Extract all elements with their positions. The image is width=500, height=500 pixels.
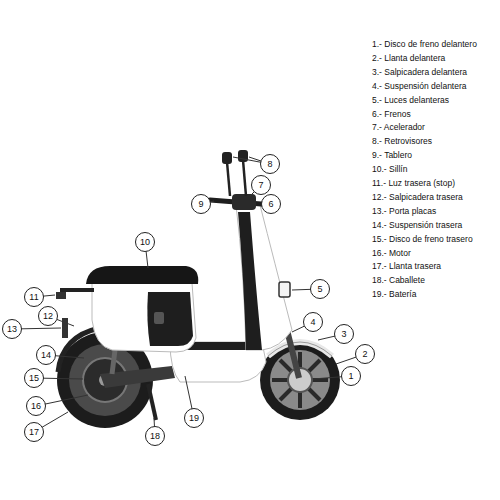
callout-number: 6	[268, 200, 273, 209]
part-label: 15.- Disco de freno trasero	[372, 235, 473, 244]
mirror	[222, 152, 232, 164]
callout-circle: 15	[24, 368, 44, 388]
callout-number: 14	[41, 351, 51, 360]
callout-circle: 2	[355, 344, 375, 364]
callout-number: 11	[29, 293, 38, 302]
part-label: 2.- Llanta delantera	[372, 54, 445, 63]
seat	[86, 266, 198, 284]
rear-rack	[60, 288, 94, 292]
part-label: 14.- Suspensión trasera	[372, 221, 462, 230]
part-label: 5.- Luces delanteras	[372, 96, 449, 105]
callout-circle: 4	[303, 312, 323, 332]
part-label: 18.- Caballete	[372, 276, 425, 285]
part-label: 7.- Acelerador	[372, 123, 425, 132]
callout-number: 10	[140, 238, 150, 247]
front-rim	[270, 350, 330, 410]
callout-circle: 16	[26, 396, 46, 416]
callout-number: 3	[341, 330, 346, 339]
callout-number: 15	[29, 374, 39, 383]
front-body	[236, 205, 292, 350]
mirror-stem	[243, 160, 246, 196]
dashboard-housing	[232, 194, 256, 210]
callout-circle: 7	[251, 175, 271, 195]
callout-circle: 19	[184, 408, 204, 428]
callout-number: 16	[31, 402, 41, 411]
leg-shield	[238, 212, 262, 350]
front-spokes	[272, 352, 328, 408]
part-label: 8.- Retrovisores	[372, 137, 432, 146]
callout-circle: 12	[38, 306, 58, 326]
callout-number: 19	[189, 414, 199, 423]
callout-number: 8	[267, 160, 272, 169]
part-label: 4.- Suspensión delantera	[372, 82, 467, 91]
headlight	[279, 282, 290, 297]
callout-circle: 9	[191, 194, 211, 214]
callout-number: 18	[150, 432, 160, 441]
part-label: 6.- Frenos	[372, 110, 411, 119]
part-label: 13.- Porta placas	[372, 207, 436, 216]
part-label: 10.- Sillín	[372, 165, 407, 174]
part-label: 16.- Motor	[372, 249, 411, 258]
callout-circle: 11	[24, 287, 44, 307]
part-label: 3.- Salpicadera delantera	[372, 68, 467, 77]
callout-number: 9	[198, 200, 203, 209]
callout-circle: 1	[341, 366, 361, 386]
callout-number: 7	[258, 181, 263, 190]
callout-circle: 14	[36, 345, 56, 365]
callout-circle: 3	[334, 324, 354, 344]
callout-number: 12	[43, 312, 53, 321]
part-label: 1.- Disco de freno delantero	[372, 40, 477, 49]
mirror	[238, 150, 248, 162]
callout-number: 2	[362, 350, 367, 359]
license-plate-holder	[62, 318, 68, 338]
battery-latch	[154, 312, 164, 324]
battery-cover	[147, 292, 193, 346]
callout-circle: 6	[261, 194, 281, 214]
part-label: 11.- Luz trasera (stop)	[372, 179, 455, 188]
callout-circle: 17	[24, 422, 44, 442]
callout-number: 1	[348, 372, 353, 381]
callout-circle: 13	[2, 319, 22, 339]
kickstand	[148, 384, 156, 420]
callout-circle: 10	[135, 232, 155, 252]
callout-circle: 18	[145, 426, 165, 446]
callout-number: 17	[29, 428, 39, 437]
callout-circle: 5	[310, 279, 330, 299]
part-label: 19.- Batería	[372, 290, 416, 299]
callout-number: 4	[310, 318, 315, 327]
taillight	[56, 292, 66, 299]
front-tire	[260, 340, 340, 420]
mirror-stem	[227, 162, 230, 196]
leader-lines	[12, 157, 365, 436]
part-label: 12.- Salpicadera trasera	[372, 193, 463, 202]
callout-number: 5	[317, 285, 322, 294]
part-label: 17.- Llanta trasera	[372, 262, 441, 271]
callout-number: 13	[7, 325, 17, 334]
callout-circle: 8	[260, 154, 280, 174]
rear-body	[92, 283, 196, 352]
part-label: 9.- Tablero	[372, 151, 412, 160]
